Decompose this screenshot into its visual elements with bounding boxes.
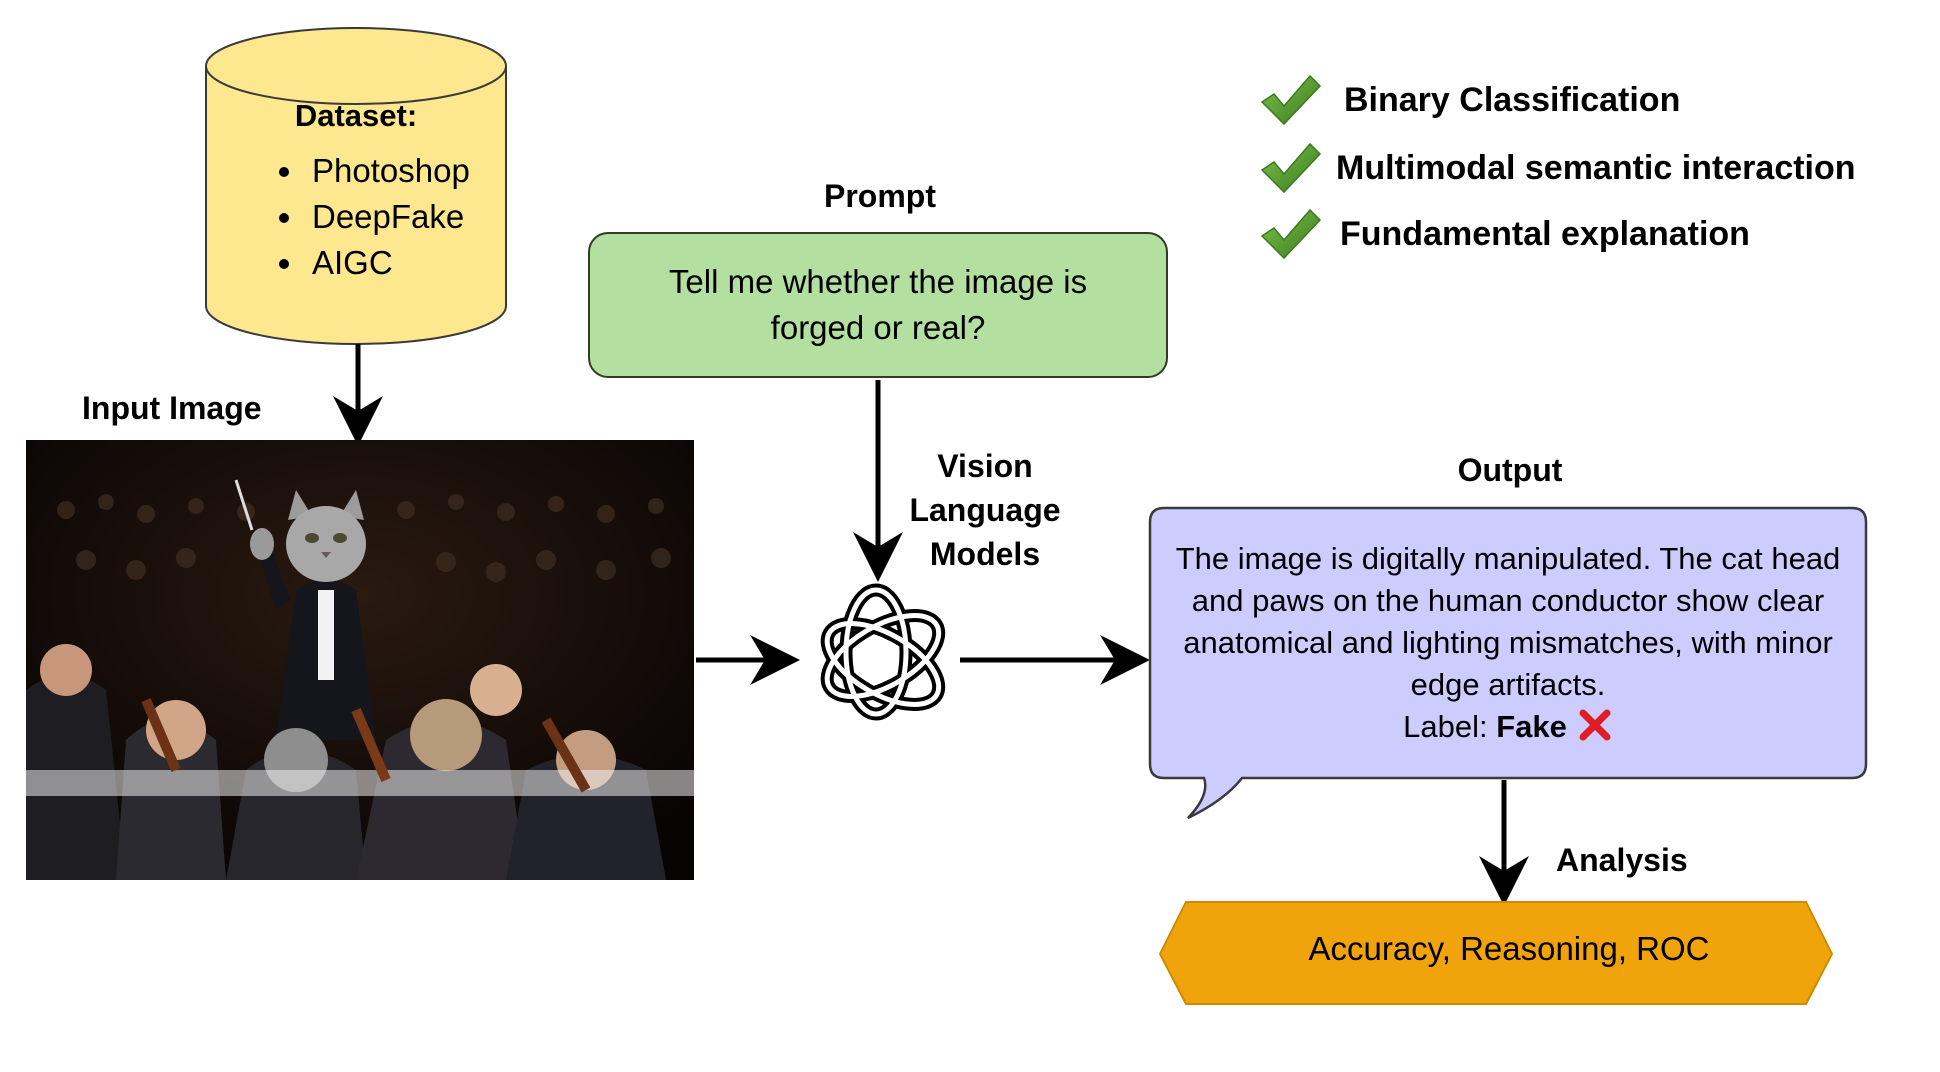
dataset-title: Dataset: [294,98,418,133]
analysis-label: Analysis [1556,842,1688,878]
prompt-label: Prompt [824,178,936,214]
checklist-text: Multimodal semantic interaction [1336,148,1856,187]
analysis-metrics: Accuracy, Reasoning, ROC [1308,930,1710,967]
dataset-item-deepfake: DeepFake [306,194,470,240]
dataset-item-aigc: AIGC [306,240,470,286]
model-label-line-1: Vision [937,448,1033,484]
dataset-list: Photoshop DeepFake AIGC [270,148,470,286]
model-label: Vision Language Models [870,444,1100,576]
output-verdict-prefix: Label: [1403,709,1497,744]
input-image-label: Input Image [82,390,262,426]
dataset-item-photoshop: Photoshop [306,148,470,194]
analysis-hexagon [1158,901,1834,1005]
output-speech-bubble [1148,506,1868,820]
checklist-text: Binary Classification [1344,80,1681,119]
checklist-item-binary: Binary Classification [1258,72,1680,128]
green-check-icon [1260,74,1322,126]
checklist-item-explanation: Fundamental explanation [1258,206,1750,262]
prompt-text: Tell me whether the image is forged or r… [668,263,1088,346]
model-label-line-3: Models [929,536,1041,572]
output-explanation: The image is digitally manipulated. The … [1175,541,1841,702]
green-check-icon [1260,208,1322,260]
input-image [26,440,694,880]
checklist-item-multimodal: Multimodal semantic interaction [1258,140,1856,196]
checklist-text: Fundamental explanation [1340,214,1750,253]
output-label: Output [1457,452,1563,488]
dataset-cylinder [205,27,507,345]
openai-logo-icon [820,583,946,721]
green-check-icon [1260,142,1322,194]
model-label-line-2: Language [909,492,1061,528]
output-verdict: Label: Fake [1148,706,1868,748]
output-verdict-value: Fake [1496,709,1567,744]
output-text-block: The image is digitally manipulated. The … [1148,538,1868,748]
red-x-icon [1579,709,1611,741]
prompt-box: Tell me whether the image is forged or r… [588,232,1168,378]
